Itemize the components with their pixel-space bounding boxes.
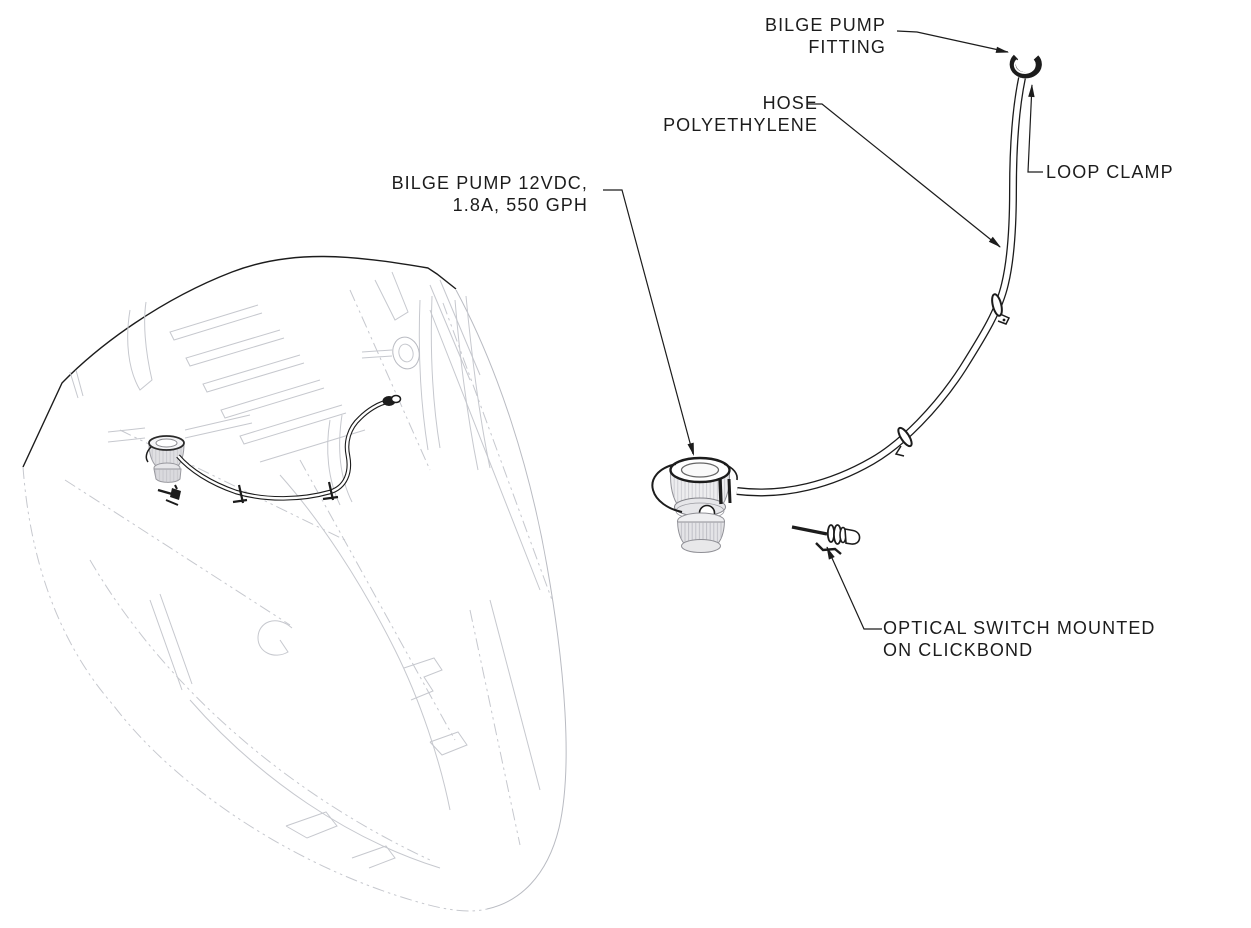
callout-line: POLYETHYLENE [663,115,818,135]
installed-loop-clamp [232,484,248,504]
bilge-pump-part [651,456,738,553]
leader-optical-switch [826,546,882,630]
hull-longitudinal-members [279,279,553,846]
callout-line: HOSE [762,93,818,113]
arrowhead [995,46,1009,53]
arrowhead [687,442,694,456]
leader-hose [807,103,1001,248]
hull-ghost-view [22,255,567,912]
callout-line: BILGE PUMP 12VDC, [391,173,588,193]
hull-stringer-steps [169,304,366,463]
arrowhead [988,236,1001,248]
installed-hose [176,394,402,504]
outlet-clamp-band [727,478,732,504]
arrowhead [1028,84,1035,98]
hull-frame [127,301,153,391]
clickbond-bracket [815,542,842,555]
installed-loop-clamp [322,481,339,501]
hull-right-edge [455,289,567,910]
callout-line: FITTING [808,37,886,57]
loop-clamp-upper [991,293,1011,325]
outlet-clamp-band [718,477,723,505]
leader-bilge-pump [603,189,694,455]
installed-optical-switch [157,484,181,506]
callout-loop-clamp: LOOP CLAMP [1046,161,1174,183]
hull-sheer-line [22,255,457,468]
hull-brackets [107,414,468,869]
bilge-pump-fitting-part [1009,54,1042,79]
hose-polyethylene-part [736,77,1026,497]
hull-round-boss [361,336,420,370]
hull-phantom-lines [64,429,431,861]
callout-line: ON CLICKBOND [883,640,1034,660]
installed-bilge-pump [145,435,185,483]
callout-optical-switch: OPTICAL SWITCH MOUNTED ON CLICKBOND [883,617,1156,661]
leader-bilge-pump-fitting [896,30,1009,53]
loop-clamp-lower [894,426,913,457]
callout-bilge-pump-spec: BILGE PUMP 12VDC, 1.8A, 550 GPH [392,172,588,216]
leader-loop-clamp [1027,84,1043,173]
callout-line: LOOP CLAMP [1046,162,1174,182]
arrowhead [826,546,835,560]
leader-lines [603,30,1043,630]
callout-line: OPTICAL SWITCH MOUNTED [883,618,1156,638]
hull-stub-lines [69,369,84,399]
callout-line: BILGE PUMP [764,15,886,35]
hull-frame [374,271,409,321]
hull-keel-edge [22,466,488,912]
callout-line: 1.8A, 550 GPH [452,195,588,215]
bilge-pump-detail-view [651,54,1042,555]
callout-bilge-pump-fitting: BILGE PUMP FITTING [765,14,886,58]
optical-switch-part [791,524,861,555]
callout-hose: HOSE POLYETHYLENE [663,92,818,136]
